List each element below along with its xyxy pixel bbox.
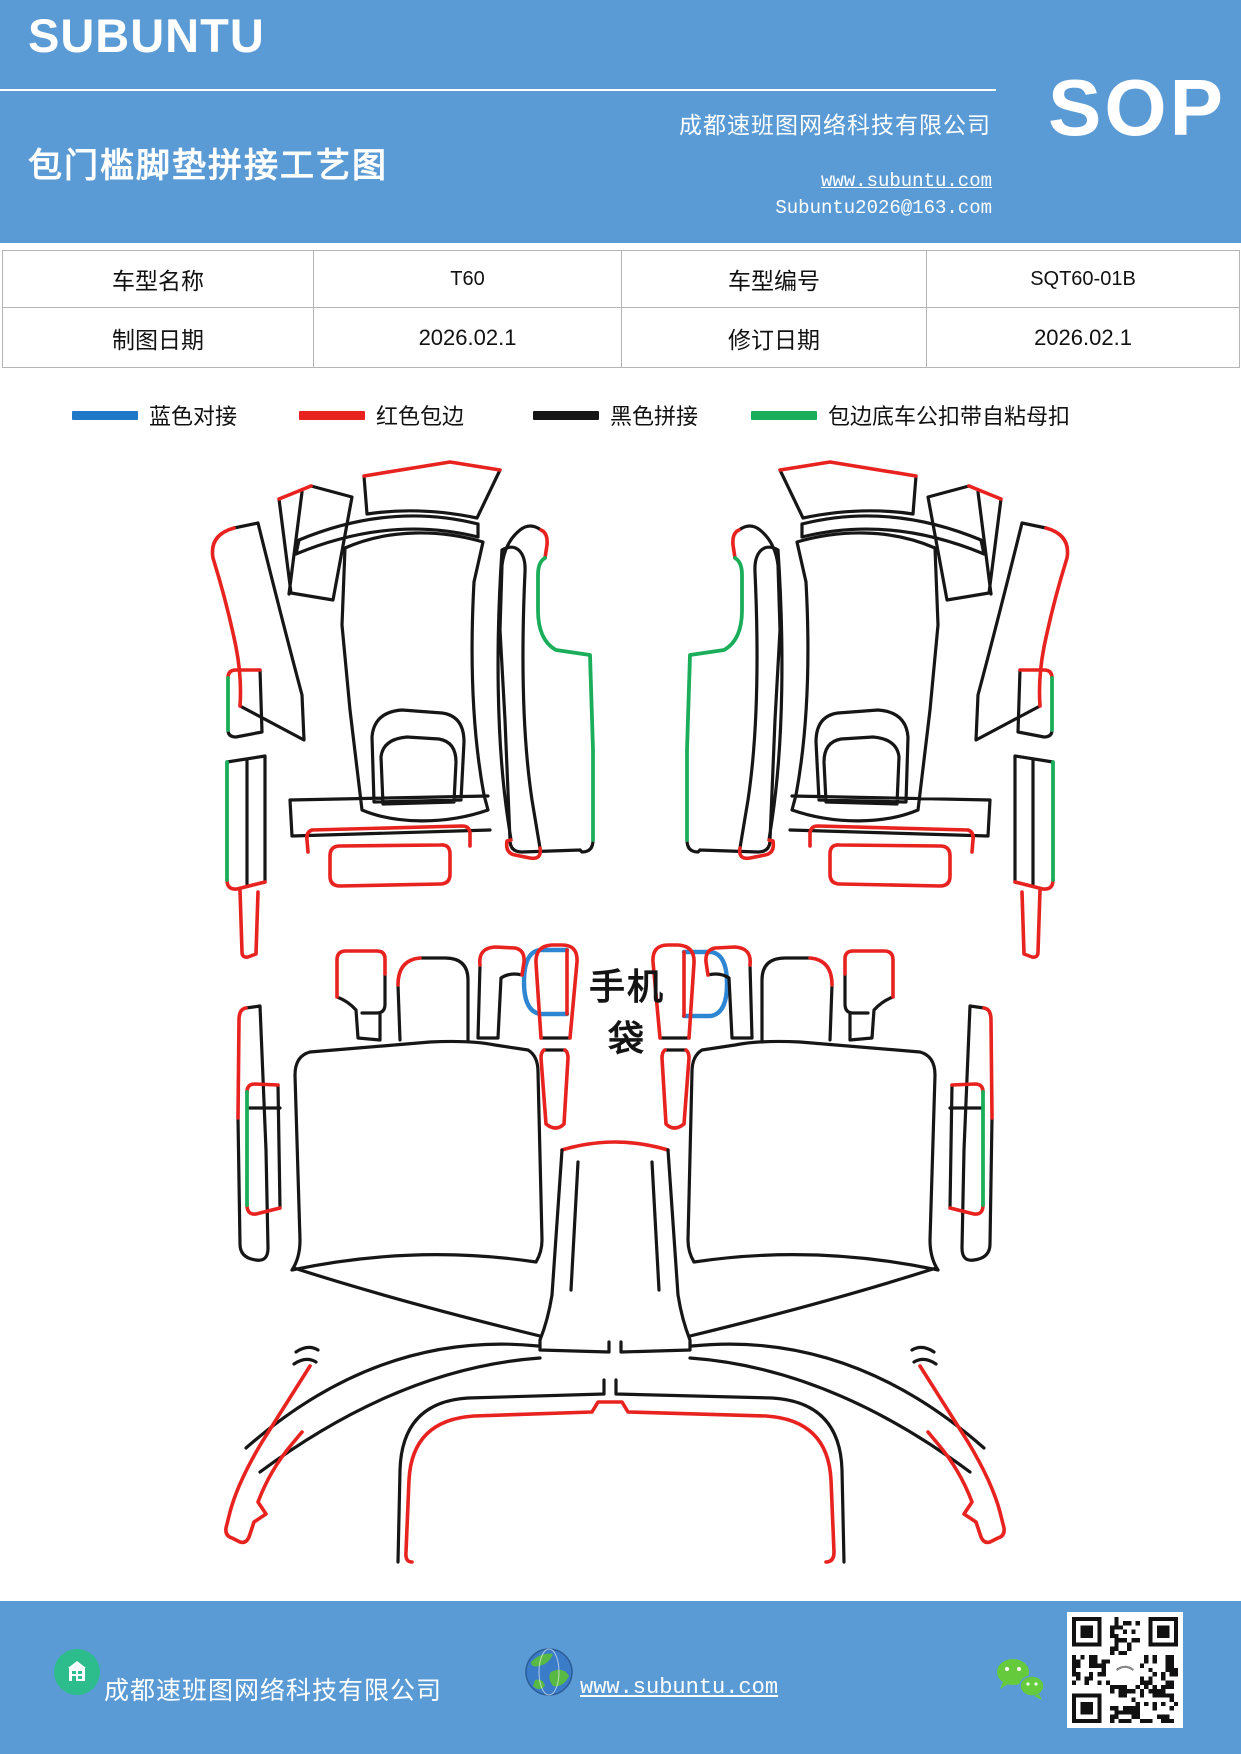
vehicle-info-table: 车型名称 T60 车型编号 SQT60-01B 制图日期 2026.02.1 修… — [2, 250, 1240, 368]
revise-date-label: 修订日期 — [621, 307, 927, 368]
header-divider — [0, 89, 996, 91]
footer-company-name: 成都速班图网络科技有限公司 — [104, 1678, 443, 1705]
green-line-swatch — [751, 410, 817, 420]
red-line-swatch — [299, 410, 365, 420]
legend-label: 蓝色对接 — [149, 404, 238, 429]
sop-label: SOP — [1048, 63, 1226, 152]
page-title: 包门槛脚垫拼接工艺图 — [28, 147, 388, 185]
header-email: Subuntu2026@163.com — [775, 197, 992, 219]
phone-bag-label: 手机袋 — [588, 966, 665, 1059]
brand-logo: SUBUNTU — [28, 9, 265, 62]
legend-label: 包边底车公扣带自粘母扣 — [828, 404, 1071, 429]
rear-bottom-arch — [396, 1378, 846, 1564]
legend-label: 红色包边 — [376, 404, 465, 429]
model-name-value: T60 — [313, 250, 622, 308]
legend-item-green: 包边底车公扣带自粘母扣 — [751, 399, 1070, 431]
rear-left-mat-drawing — [224, 943, 579, 1545]
legend-item-red: 红色包边 — [299, 399, 464, 431]
table-row: 制图日期 2026.02.1 修订日期 2026.02.1 — [2, 307, 1240, 368]
legend-item-blue: 蓝色对接 — [72, 399, 237, 431]
revise-date-value: 2026.02.1 — [926, 307, 1240, 368]
front-right-mat-drawing — [685, 460, 1070, 960]
model-code-value: SQT60-01B — [926, 250, 1240, 308]
front-left-mat-drawing — [210, 460, 595, 959]
footer-website-link[interactable]: www.subuntu.com — [580, 1675, 779, 1700]
header-company-name: 成都速班图网络科技有限公司 — [679, 113, 991, 138]
black-line-swatch — [533, 410, 599, 420]
table-row: 车型名称 T60 车型编号 SQT60-01B — [2, 250, 1240, 308]
legend-label: 黑色拼接 — [610, 404, 699, 429]
rear-right-mat-drawing — [651, 943, 1007, 1545]
model-name-label: 车型名称 — [2, 250, 314, 308]
phone-bag-shapes — [521, 947, 730, 1019]
footer: 成都速班图网络科技有限公司 www.subuntu.com — [0, 1601, 1241, 1754]
building-icon — [54, 1649, 100, 1695]
header: SUBUNTU 包门槛脚垫拼接工艺图 成都速班图网络科技有限公司 www.sub… — [0, 0, 1241, 243]
wechat-icon — [997, 1659, 1045, 1700]
draw-date-value: 2026.02.1 — [313, 307, 622, 368]
model-code-label: 车型编号 — [621, 250, 927, 308]
draw-date-label: 制图日期 — [2, 307, 314, 368]
qr-code — [1067, 1612, 1183, 1728]
rear-center-tongue — [538, 1140, 692, 1354]
globe-icon — [525, 1648, 573, 1696]
blue-line-swatch — [72, 410, 138, 420]
header-website-link[interactable]: www.subuntu.com — [820, 170, 992, 192]
legend-item-black: 黑色拼接 — [533, 399, 698, 431]
